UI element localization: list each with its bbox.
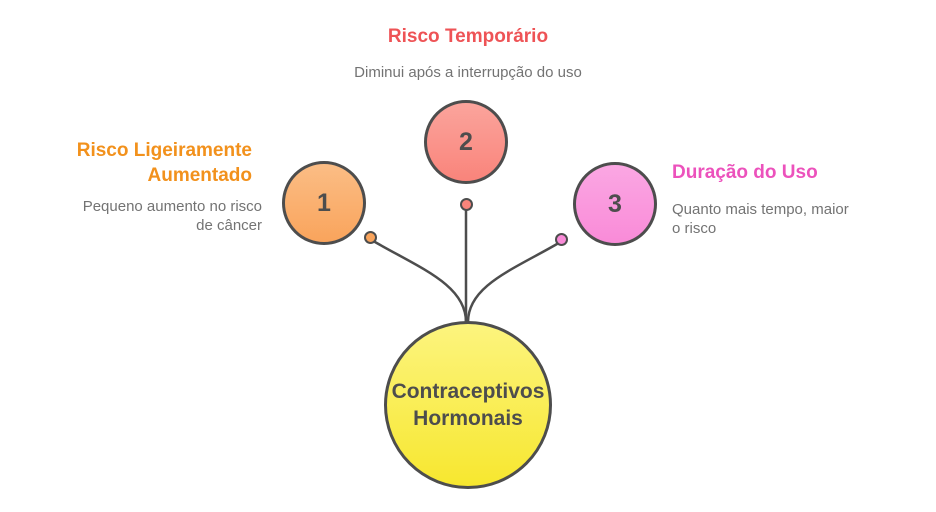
node-circle-2: 2 — [424, 100, 508, 184]
center-node-circle: Contraceptivos Hormonais — [384, 321, 552, 489]
top-node-subtitle: Diminui após a interrupção do uso — [354, 64, 582, 81]
connector-left-curve — [373, 240, 468, 324]
left-node-title-line1: Risco Ligeiramente — [76, 140, 252, 161]
center-node-label-line2: Hormonais — [413, 407, 523, 430]
connector-dot-orange — [364, 231, 377, 244]
connector-dot-salmon — [460, 198, 473, 211]
connector-right-curve — [466, 242, 559, 324]
left-node-title-line2: Aumentado — [147, 165, 253, 186]
node-circle-1: 1 — [282, 161, 366, 245]
left-node-subtitle: Pequeno aumento no risco de câncer — [83, 197, 262, 235]
node-number-3: 3 — [608, 189, 622, 218]
node-number-2: 2 — [459, 127, 473, 156]
center-node-label-line1: Contraceptivos — [391, 380, 545, 403]
right-node-subtitle-line2: o risco — [672, 220, 717, 237]
left-node-title: Risco Ligeiramente Aumentado — [77, 138, 252, 188]
right-node-title: Duração do Uso — [672, 162, 818, 183]
node-circle-3: 3 — [573, 162, 657, 246]
node-number-1: 1 — [317, 188, 331, 217]
top-node-title: Risco Temporário — [387, 26, 549, 47]
right-node-subtitle: Quanto mais tempo, maior o risco — [672, 200, 849, 238]
left-node-subtitle-line1: Pequeno aumento no risco — [82, 198, 262, 215]
right-node-subtitle-line1: Quanto mais tempo, maior — [672, 201, 849, 218]
left-node-subtitle-line2: de câncer — [196, 217, 262, 234]
connector-dot-pink — [555, 233, 568, 246]
